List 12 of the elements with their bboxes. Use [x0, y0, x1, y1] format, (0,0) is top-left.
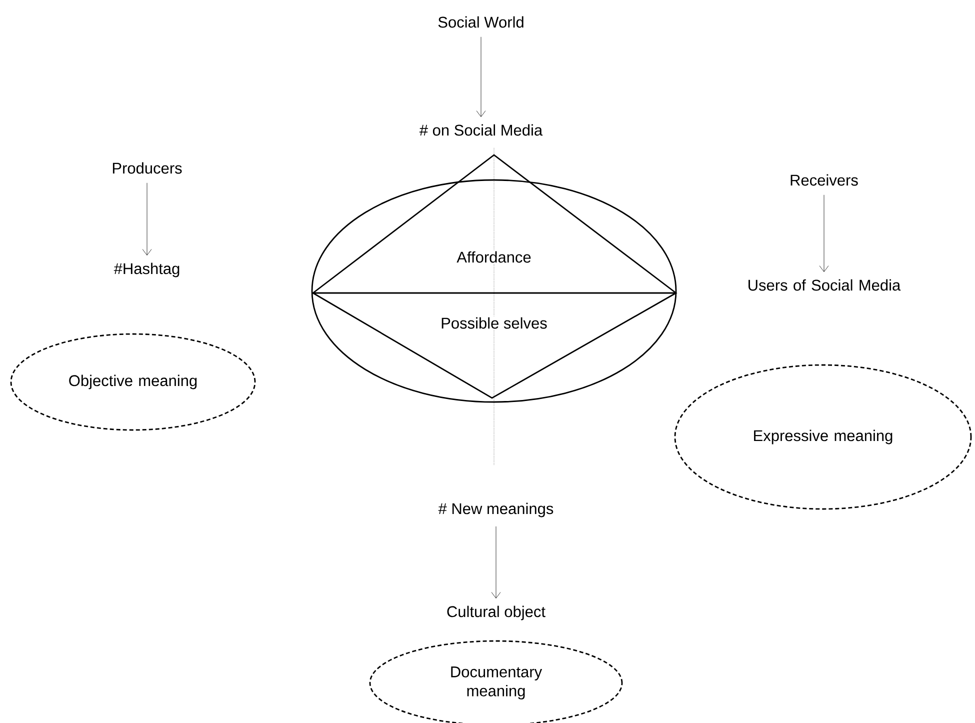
arrow [491, 526, 501, 598]
node-label: Cultural object [447, 606, 546, 620]
arrow [142, 182, 152, 256]
node-label: Social World [438, 16, 524, 28]
arrow [476, 36, 486, 117]
node-label: Producers [112, 162, 182, 174]
node-label: #Hashtag [114, 262, 180, 278]
arrow [819, 194, 829, 272]
node-label: Receivers [790, 174, 858, 186]
node-label: # on Social Media [419, 124, 543, 136]
node-label: # New meanings [438, 502, 554, 518]
node-label: Users of Social Media [748, 279, 901, 291]
